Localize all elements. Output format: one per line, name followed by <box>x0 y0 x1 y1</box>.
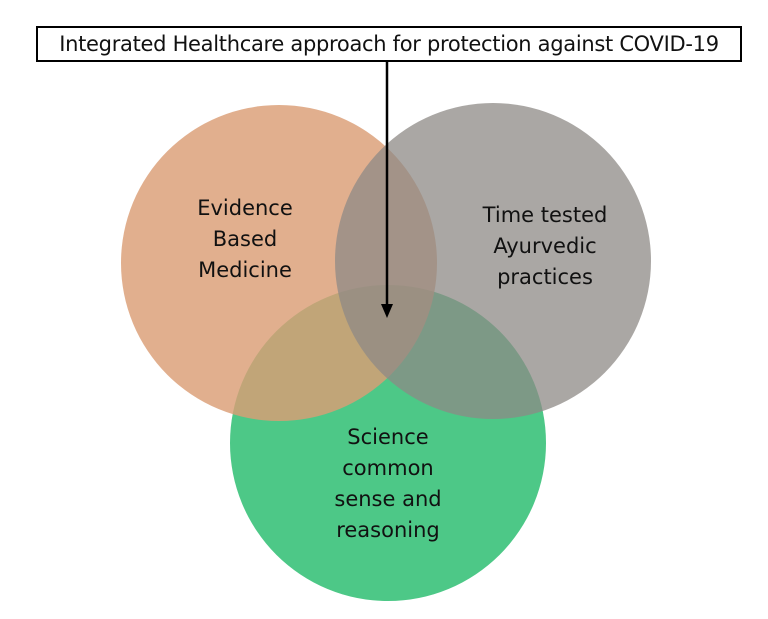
diagram-title: Integrated Healthcare approach for prote… <box>36 26 742 62</box>
label-line: reasoning <box>336 518 440 542</box>
label-line: Time tested <box>482 203 608 227</box>
arrow-head <box>381 304 393 318</box>
label-ayurveda: Time tested Ayurvedic practices <box>460 200 630 293</box>
label-line: sense and <box>334 487 442 511</box>
label-science: Science common sense and reasoning <box>313 422 463 546</box>
label-line: Medicine <box>198 258 292 282</box>
circle-ayurveda <box>335 103 651 419</box>
label-line: practices <box>497 265 593 289</box>
label-evidence: Evidence Based Medicine <box>170 193 320 286</box>
label-line: Based <box>212 227 278 251</box>
label-line: Evidence <box>197 196 293 220</box>
label-line: common <box>342 456 434 480</box>
label-line: Science <box>347 425 429 449</box>
label-line: Ayurvedic <box>493 234 597 258</box>
